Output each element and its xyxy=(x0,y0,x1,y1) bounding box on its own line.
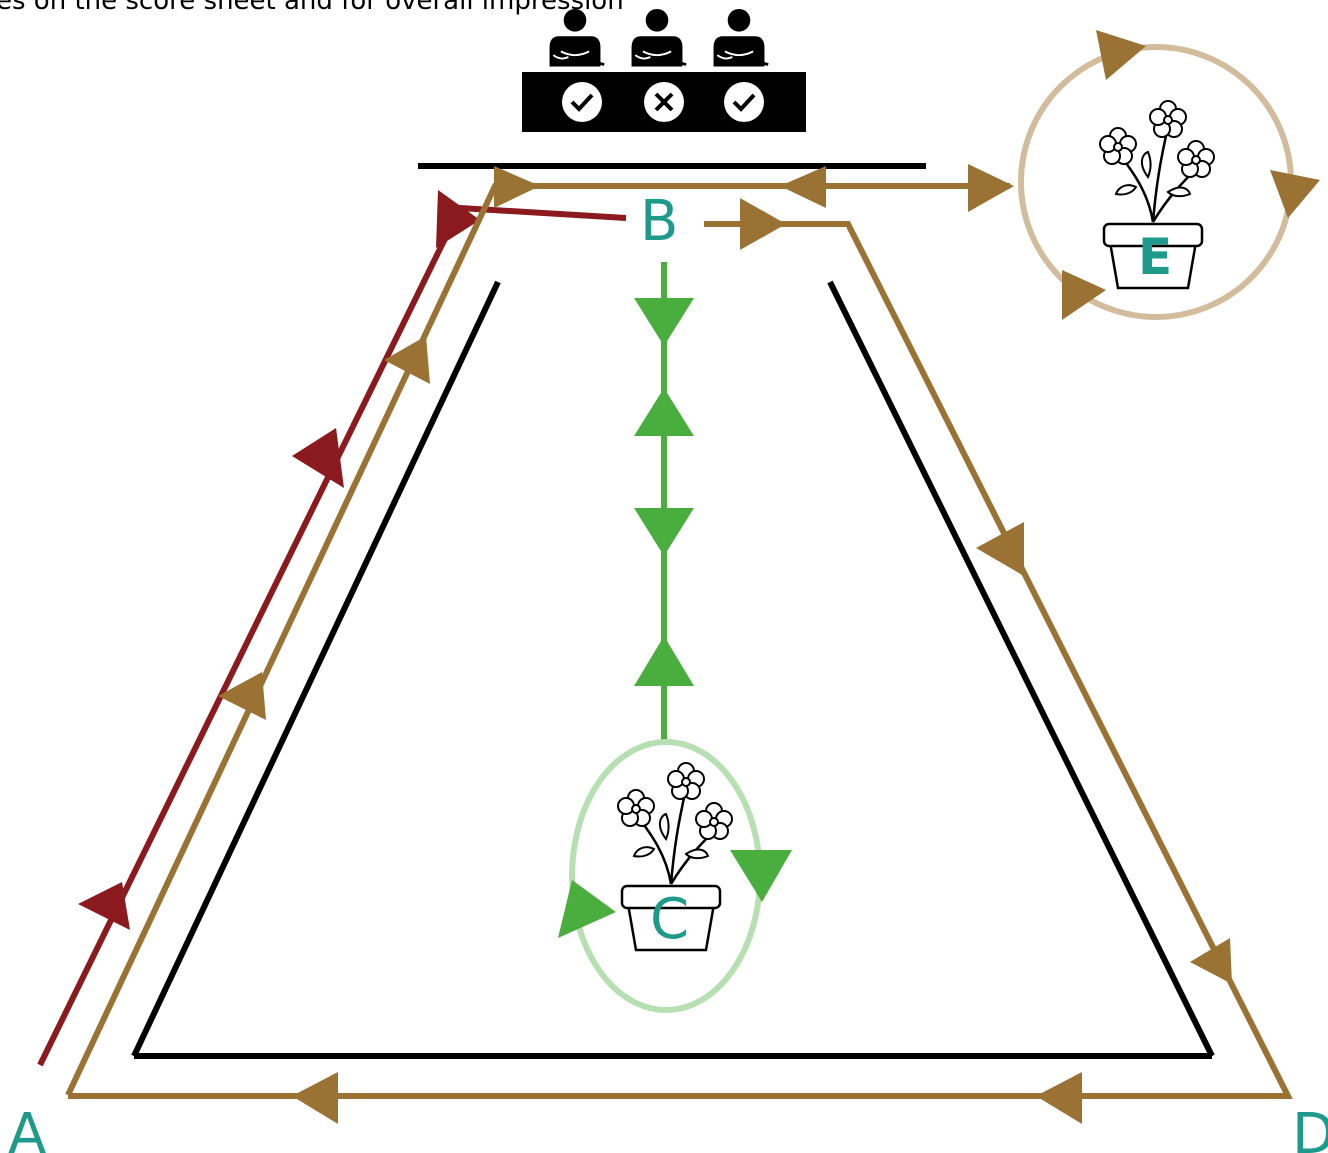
judge-person-icon xyxy=(548,8,606,68)
arrow-head xyxy=(976,522,1024,576)
arrow-head xyxy=(740,198,786,250)
check-icon xyxy=(562,82,602,122)
arrow-head xyxy=(1036,1072,1082,1124)
caption-text: es on the score sheet and for overall im… xyxy=(0,0,624,16)
arrow-head xyxy=(292,428,344,488)
arrow-head xyxy=(494,166,540,208)
arrow-head xyxy=(436,190,480,248)
arrow-head xyxy=(218,672,266,720)
arena-outline xyxy=(131,163,1215,1059)
arena-left-side xyxy=(131,280,501,1058)
arrow-head xyxy=(634,508,694,556)
arrow-head xyxy=(634,636,694,686)
arena-right-side xyxy=(827,280,1215,1058)
brown-route xyxy=(65,164,1293,1124)
arrow-head xyxy=(78,882,130,930)
cross-icon xyxy=(644,82,684,122)
arrow-head xyxy=(1270,170,1320,218)
judges-booth xyxy=(522,8,806,132)
red-route xyxy=(37,190,627,1067)
judge-person-icon xyxy=(630,8,688,68)
arrow-head xyxy=(634,388,694,436)
check-icon xyxy=(724,82,764,122)
circle-e xyxy=(1018,30,1320,320)
arrow-head xyxy=(968,164,1014,212)
arrow-head xyxy=(384,336,430,384)
arrow-head xyxy=(730,850,792,902)
point-label-a: A xyxy=(8,1102,46,1153)
arrow-head xyxy=(1190,938,1232,984)
circle-c xyxy=(558,739,792,1013)
arrow-head xyxy=(780,166,826,208)
arrow-head xyxy=(634,298,694,346)
green-route xyxy=(634,262,694,742)
arrow-head xyxy=(558,880,616,938)
point-label-c: C xyxy=(650,887,689,952)
point-label-e: E xyxy=(1138,228,1172,286)
arrow-head xyxy=(1096,30,1146,80)
point-label-b: B xyxy=(640,189,678,254)
judge-person-icon xyxy=(712,8,770,68)
point-label-d: D xyxy=(1292,1102,1328,1153)
arrow-head xyxy=(1062,270,1106,320)
arrow-head xyxy=(292,1072,338,1124)
